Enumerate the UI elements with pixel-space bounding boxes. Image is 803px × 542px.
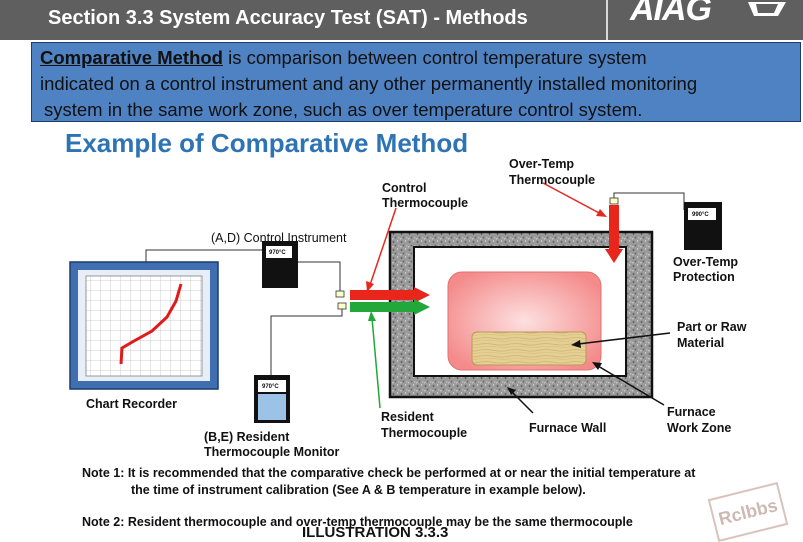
note-1-line-1: Note 1: It is recommended that the compa… — [82, 466, 696, 480]
slide-title: Section 3.3 System Accuracy Test (SAT) -… — [48, 7, 528, 29]
callout-arrows — [366, 182, 671, 414]
header-divider — [606, 0, 608, 40]
label-control-tc-1: Control — [382, 181, 427, 195]
definition-line-1: Comparative Method is comparison between… — [40, 47, 647, 69]
label-overtemp-tc-1: Over-Temp — [509, 157, 575, 171]
resident-reading: 970°C — [262, 384, 279, 390]
label-overtemp-prot-2: Protection — [673, 270, 735, 284]
label-chart-recorder: Chart Recorder — [86, 397, 177, 411]
label-control-tc-2: Thermocouple — [382, 196, 469, 210]
definition-line-2: indicated on a control instrument and an… — [40, 73, 698, 94]
control-instrument: 970°C — [262, 241, 298, 288]
definition-line-1-text: is comparison between control temperatur… — [222, 47, 647, 68]
label-resident-monitor-2: Thermocouple Monitor — [204, 445, 340, 459]
label-part-1: Part or Raw — [677, 320, 747, 334]
label-work-zone-2: Work Zone — [667, 421, 732, 435]
thermocouples — [335, 197, 623, 315]
overtemp-protection: 990°C — [684, 202, 722, 250]
header-bar: Section 3.3 System Accuracy Test (SAT) -… — [0, 0, 803, 40]
resident-monitor: 970°C — [254, 375, 290, 423]
label-overtemp-prot-1: Over-Temp — [673, 255, 739, 269]
illustration-caption: ILLUSTRATION 3.3.3 — [302, 524, 449, 541]
logo-swoosh-icon — [748, 2, 786, 16]
definition-box: Comparative Method is comparison between… — [31, 42, 801, 122]
note-2: Note 2: Resident thermocouple and over-t… — [82, 515, 633, 529]
label-resident-tc-1: Resident — [381, 410, 434, 424]
overtemp-reading: 990°C — [692, 212, 709, 218]
furnace — [388, 230, 654, 399]
wiring — [145, 192, 685, 375]
example-title: Example of Comparative Method — [65, 128, 469, 158]
label-control-instrument: (A,D) Control Instrument — [211, 231, 347, 245]
chart-recorder — [69, 261, 219, 390]
label-furnace-wall: Furnace Wall — [529, 421, 607, 435]
label-resident-tc-2: Thermocouple — [381, 426, 468, 440]
label-work-zone-1: Furnace — [667, 405, 716, 419]
aiag-logo: AIAG — [630, 0, 712, 28]
label-part-2: Material — [677, 336, 725, 350]
definition-line-3: system in the same work zone, such as ov… — [44, 99, 643, 120]
label-overtemp-tc-2: Thermocouple — [509, 173, 596, 187]
label-resident-monitor-1: (B,E) Resident — [204, 430, 290, 444]
control-reading: 970°C — [269, 250, 286, 256]
definition-term: Comparative Method — [40, 47, 223, 68]
note-1-line-2: the time of instrument calibration (See … — [131, 483, 586, 497]
